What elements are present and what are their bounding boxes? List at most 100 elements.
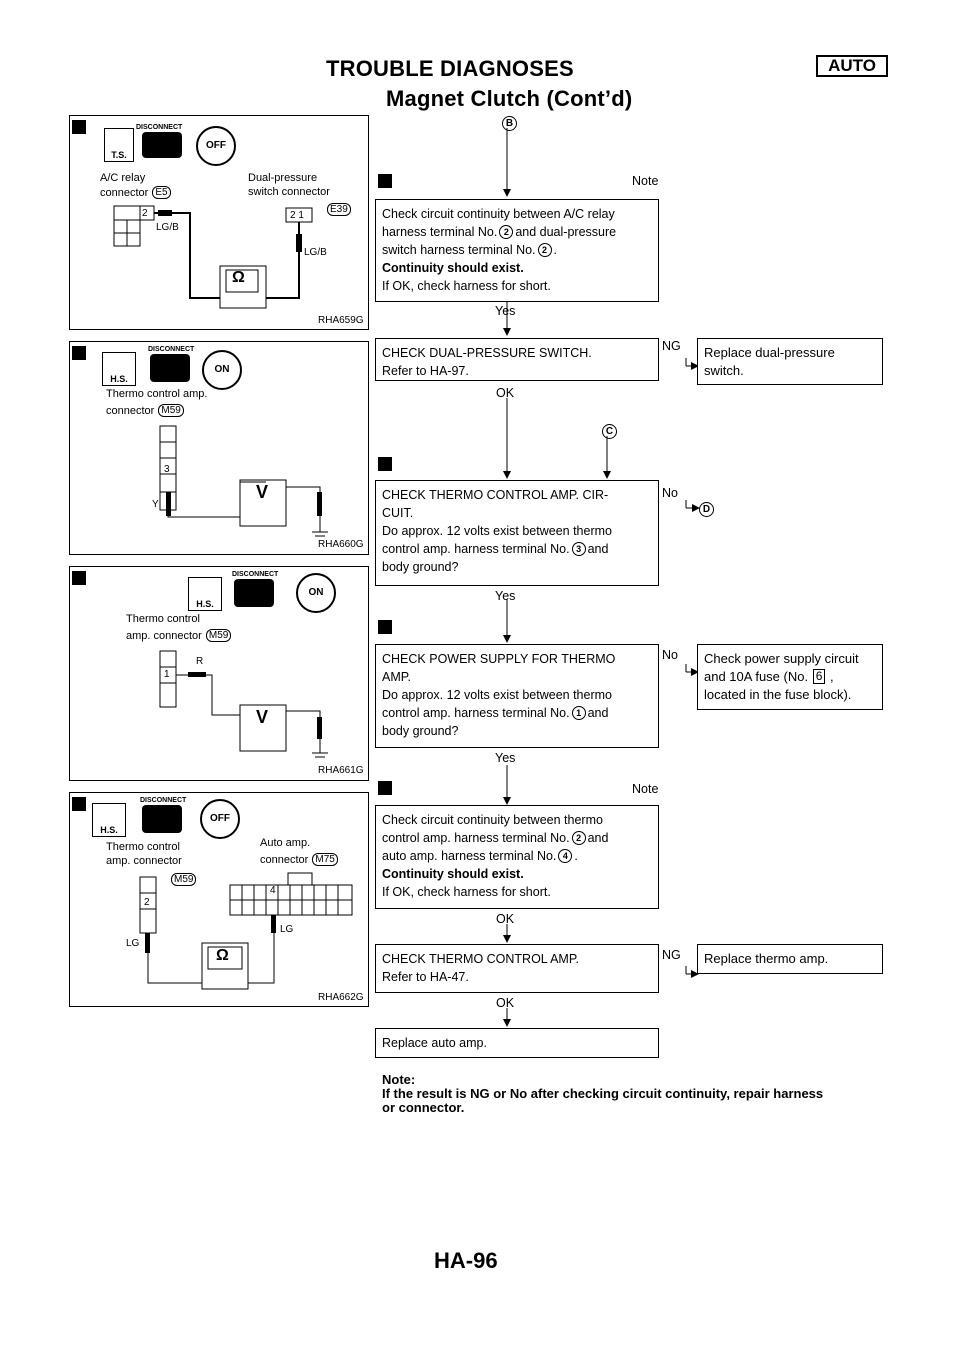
fuse-number: 6: [812, 669, 826, 684]
note-block: Note: If the result is NG or No after ch…: [382, 1073, 823, 1115]
step4-box: CHECK POWER SUPPLY FOR THERMO AMP. Do ap…: [375, 644, 659, 748]
step-marker-h: [378, 174, 392, 188]
hs-icon: H.S.: [188, 577, 222, 611]
step4-l2: AMP.: [382, 670, 411, 684]
ignition-key-icon: OFF: [200, 799, 240, 839]
no-label-2: No: [662, 648, 678, 662]
step3-l2: CUIT.: [382, 506, 414, 520]
disconnect-label: DISCONNECT: [148, 346, 195, 353]
diag-j-pin: 1: [164, 669, 170, 680]
step-marker-j: [378, 620, 392, 634]
diag-k-l4: connector M75: [260, 853, 339, 867]
step4r-l1: Check power supply circuit: [704, 651, 859, 666]
diag-h-l4: switch connector: [248, 186, 330, 198]
step4r-l2: and 10A fuse (No. 6 ,: [704, 669, 834, 684]
diag-i-l1: Thermo control amp.: [106, 388, 208, 400]
step2-box: CHECK DUAL-PRESSURE SWITCH. Refer to HA-…: [375, 338, 659, 381]
step3-l5: body ground?: [382, 560, 459, 574]
voltmeter-icon: V: [256, 482, 269, 502]
diagram-i-marker: [72, 346, 86, 360]
hs-icon: H.S.: [102, 352, 136, 386]
diag-j-code: RHA661G: [318, 765, 364, 776]
ts-icon: T.S.: [104, 128, 134, 162]
note-label-1: Note: [632, 174, 659, 188]
step2-result-box: Replace dual-pressure switch.: [697, 338, 883, 385]
note-label-2: Note: [632, 782, 659, 796]
diag-h-pin1: 2: [142, 208, 148, 219]
step1-box: Check circuit continuity between A/C rel…: [375, 199, 659, 302]
diag-h-l3: Dual-pressure: [248, 172, 318, 184]
step2-l2: Refer to HA-97.: [382, 364, 469, 378]
diag-k-l3: Auto amp.: [260, 837, 311, 849]
diag-k-wire1: LG: [126, 938, 140, 949]
step1-l1: Check circuit continuity between A/C rel…: [382, 207, 615, 221]
diagram-h: T.S. DISCONNECT OFF A/C relay connector …: [69, 115, 369, 330]
section-title: TROUBLE DIAGNOSES: [326, 56, 574, 81]
step1-l4: Continuity should exist.: [382, 261, 524, 275]
diag-i-wiring: [159, 425, 328, 537]
ohmmeter-icon: Ω: [216, 947, 229, 964]
diag-h-l2: connector E5: [100, 186, 172, 200]
step-marker-i: [378, 457, 392, 471]
auto-badge: AUTO: [816, 55, 888, 77]
diag-k-pin1: 2: [144, 897, 150, 908]
step2r-l2: switch.: [704, 363, 744, 378]
note-line-1: If the result is NG or No after checking…: [382, 1086, 824, 1101]
diag-i-l2: connector M59: [106, 404, 185, 418]
step5-l4: Continuity should exist.: [382, 867, 524, 881]
diagram-h-marker: [72, 120, 86, 134]
diag-h-wire1: LG/B: [156, 222, 179, 233]
step6r-l1: Replace thermo amp.: [704, 951, 829, 966]
step6-result-box: Replace thermo amp.: [697, 944, 883, 974]
diag-h-badge2: E39: [326, 200, 352, 218]
ohmmeter-icon: Ω: [232, 269, 245, 286]
step5-l1: Check circuit continuity between thermo: [382, 813, 603, 827]
step5-box: Check circuit continuity between thermo …: [375, 805, 659, 909]
diag-i-pin: 3: [164, 464, 170, 475]
yes-label-1: Yes: [495, 304, 516, 318]
diag-k-wire2: LG: [280, 924, 294, 935]
no-label-1: No: [662, 486, 678, 500]
ignition-key-icon: ON: [296, 573, 336, 613]
step2-l1: CHECK DUAL-PRESSURE SWITCH.: [382, 346, 592, 360]
disconnect-icon: [142, 805, 182, 833]
diag-k-code: RHA662G: [318, 992, 364, 1003]
step7-box: Replace auto amp.: [375, 1028, 659, 1058]
diagram-j-marker: [72, 571, 86, 585]
step3-box: CHECK THERMO CONTROL AMP. CIR- CUIT. Do …: [375, 480, 659, 586]
connector-b: B: [500, 114, 519, 132]
disconnect-icon: [234, 579, 274, 607]
diagram-j: H.S. DISCONNECT ON Thermo control amp. c…: [69, 566, 369, 781]
page-subtitle: Magnet Clutch (Cont’d): [386, 86, 633, 111]
diagram-i: H.S. DISCONNECT ON Thermo control amp. c…: [69, 341, 369, 555]
step6-l2: Refer to HA-47.: [382, 970, 469, 984]
step6-l1: CHECK THERMO CONTROL AMP.: [382, 952, 580, 966]
step4r-l3: located in the fuse block).: [704, 687, 852, 702]
voltmeter-icon: V: [256, 707, 269, 727]
diagram-k-marker: [72, 797, 86, 811]
note-line-2: or connector.: [382, 1100, 465, 1115]
ok-label-3: OK: [496, 996, 515, 1010]
diag-k-pin2: 4: [270, 885, 276, 896]
diag-j-l1: Thermo control: [126, 613, 200, 625]
ok-label-2: OK: [496, 912, 515, 926]
diag-h-l1: A/C relay: [100, 172, 146, 184]
disconnect-icon: [142, 132, 182, 158]
hs-icon: H.S.: [92, 803, 126, 837]
note-title: Note:: [382, 1072, 416, 1087]
step3-l1: CHECK THERMO CONTROL AMP. CIR-: [382, 488, 609, 502]
step1-l5: If OK, check harness for short.: [382, 279, 551, 293]
diag-i-wire: Y: [152, 499, 159, 510]
step7-l1: Replace auto amp.: [382, 1036, 487, 1050]
step-marker-k: [378, 781, 392, 795]
step2r-l1: Replace dual-pressure: [704, 345, 835, 360]
diag-k-l1: Thermo control: [106, 841, 180, 853]
step5-l3: auto amp. harness terminal No.4.: [382, 849, 578, 863]
disconnect-label: DISCONNECT: [140, 797, 187, 804]
diag-k-l2: amp. connector: [106, 855, 182, 867]
yes-label-3: Yes: [495, 751, 516, 765]
